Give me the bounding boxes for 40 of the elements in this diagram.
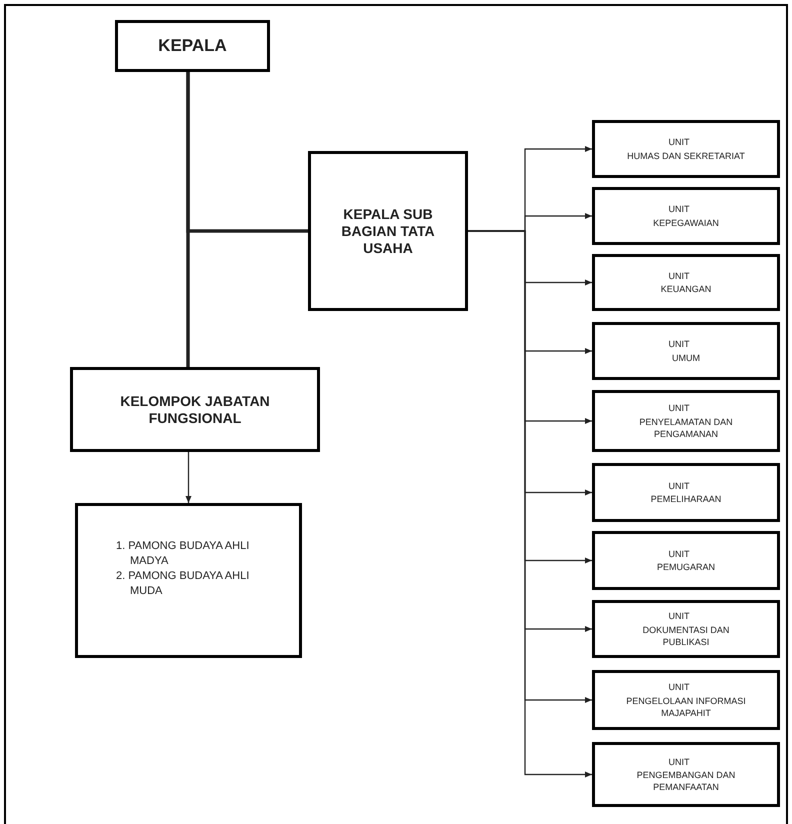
box-label: KEUANGAN	[660, 283, 712, 296]
org-box	[592, 390, 780, 452]
box-label: UNIT	[668, 136, 690, 150]
box-label: KEPALA SUB BAGIAN TATA USAHA	[340, 206, 436, 256]
box-label: UNIT	[668, 548, 690, 561]
box-label: PEMELIHARAAN	[650, 493, 722, 506]
org-box	[70, 367, 320, 452]
box-label: PENGELOLAAN INFORMASI MAJAPAHIT	[625, 694, 747, 719]
org-box	[592, 670, 780, 730]
box-label: KEPEGAWAIAN	[653, 216, 719, 229]
org-box	[592, 254, 780, 311]
box-label: UNIT	[668, 203, 690, 216]
box-label: UNIT	[668, 402, 690, 416]
box-label: HUMAS DAN SEKRETARIAT	[627, 150, 745, 162]
org-box	[592, 463, 780, 522]
org-box	[592, 322, 780, 380]
box-label: UNIT	[668, 756, 690, 769]
org-box	[592, 742, 780, 807]
box-label: KELOMPOK JABATAN FUNGSIONAL	[119, 392, 271, 426]
box-label: PENYELAMATAN DAN PENGAMANAN	[638, 416, 734, 440]
org-box	[592, 531, 780, 590]
box-label: UNIT	[668, 270, 690, 283]
box-label: KEPALA	[158, 35, 227, 58]
org-box	[592, 120, 780, 178]
connector-arrow	[186, 452, 192, 503]
box-label: PEMUGARAN	[656, 561, 715, 574]
box-label: UMUM	[672, 352, 700, 364]
box-label: 1. PAMONG BUDAYA AHLI MADYA	[116, 538, 250, 568]
org-box	[592, 600, 780, 658]
box-label: UNIT	[668, 338, 690, 352]
box-label: UNIT	[668, 480, 690, 493]
box-label: PENGEMBANGAN DAN PEMANFAATAN	[636, 769, 736, 794]
org-box	[308, 151, 468, 311]
org-box	[115, 20, 270, 72]
box-label: UNIT	[668, 681, 690, 694]
org-box	[592, 187, 780, 245]
box-label: 2. PAMONG BUDAYA AHLI MUDA	[116, 568, 250, 598]
org-box	[75, 503, 302, 658]
box-label: UNIT	[668, 610, 690, 624]
box-label: DOKUMENTASI DAN PUBLIKASI	[642, 624, 730, 648]
